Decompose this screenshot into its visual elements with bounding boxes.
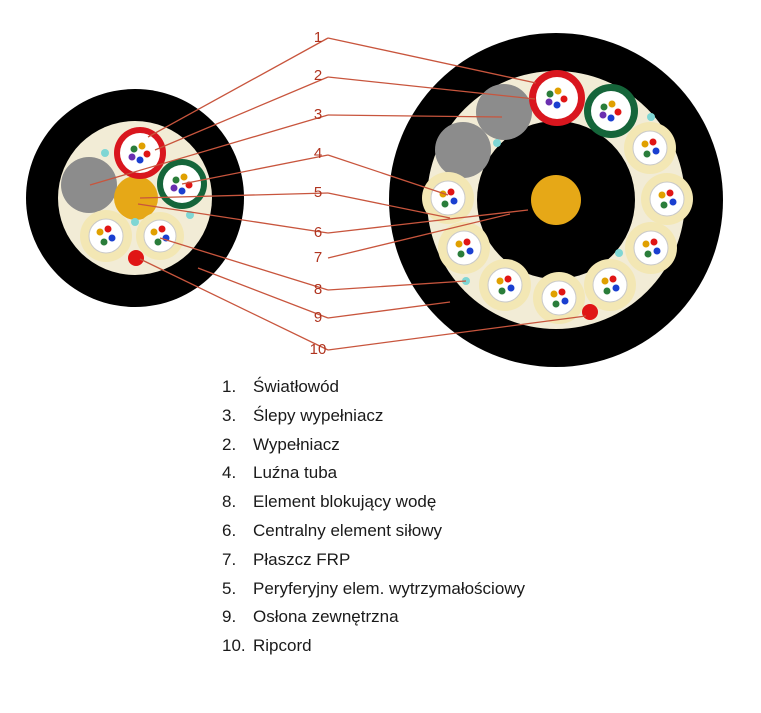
legend-item: 9. Osłona zewnętrzna [222,603,525,632]
legend-item: 1. Światłowód [222,373,525,402]
callout-2: 2 [314,67,322,84]
callout-7: 7 [314,249,322,266]
large-cable [389,33,723,367]
callout-1: 1 [314,29,322,46]
small-cable-water-block-3 [131,218,139,226]
cable-diagram: 1 2 3 4 5 6 7 8 9 10 [26,29,723,367]
legend-text: Element blokujący wodę [253,492,437,512]
legend-item: 8. Element blokujący wodę [222,488,525,517]
legend-text: Światłowód [253,377,339,396]
large-cable-loose-tube-5 [533,272,585,324]
small-cable-loose-tube-b [136,212,184,260]
legend-item: 5. Peryferyjny elem. wytrzymałościowy [222,575,525,604]
legend-number: 3. [222,405,237,425]
legend-number: 10. [222,636,246,656]
legend-item: 6. Centralny element siłowy [222,517,525,546]
legend-number: 8. [222,492,237,512]
large-cable-water-block-2 [647,113,655,121]
legend-number: 1. [222,377,237,396]
large-cable-gray-filler-1 [476,84,532,140]
small-cable-ripcord [128,250,144,266]
legend-text: Osłona zewnętrzna [253,607,399,627]
small-cable [26,89,244,307]
callout-6: 6 [314,224,322,241]
callout-9: 9 [314,309,322,326]
legend-text: Peryferyjny elem. wytrzymałościowy [253,578,526,598]
legend-text: Ślepy wypełniacz [253,405,384,425]
large-cable-loose-tube-2 [641,173,693,225]
legend-item: 2. Wypełniacz [222,431,525,460]
legend-text: Ripcord [253,636,312,656]
large-cable-loose-tube-4 [584,259,636,311]
legend-number: 9. [222,607,237,627]
legend-text: Centralny element siłowy [253,520,442,540]
legend-item: 4. Luźna tuba [222,459,525,488]
large-cable-loose-tube-8 [422,172,474,224]
legend-number: 2. [222,434,237,454]
large-cable-central-strength-member [531,175,581,225]
legend-item: 10. Ripcord [222,632,525,661]
large-cable-loose-tube-3 [625,222,677,274]
callout-8: 8 [314,281,322,298]
large-cable-loose-tube-6 [479,259,531,311]
legend-number: 4. [222,463,237,483]
large-cable-water-block-1 [493,139,501,147]
callout-5: 5 [314,184,322,201]
small-cable-gray-filler [61,157,117,213]
leader-lines [89,37,587,351]
callout-10: 10 [310,341,327,358]
large-cable-loose-tube-1 [624,122,676,174]
large-cable-green-tube [584,84,638,138]
large-cable-water-block-3 [615,249,623,257]
small-cable-red-tube [114,127,166,179]
large-cable-loose-tube-7 [438,222,490,274]
legend-text: Luźna tuba [253,463,338,483]
legend-number: 5. [222,578,237,598]
large-cable-ripcord [582,304,598,320]
legend-text: Płaszcz FRP [253,549,351,569]
large-cable-gray-filler-2 [435,122,491,178]
legend-text: Wypełniacz [253,434,340,454]
small-cable-water-block-1 [101,149,109,157]
callout-3: 3 [314,106,322,123]
small-cable-central-strength-member [114,176,158,220]
legend-item: 3. Ślepy wypełniacz [222,402,525,431]
large-cable-red-tube [529,70,585,126]
legend-list: 1. Światłowód 3. Ślepy wypełniacz 2. Wypełn… [222,373,525,661]
legend-item: 7. Płaszcz FRP [222,546,525,575]
callout-4: 4 [314,145,322,162]
callout-numbers: 1 2 3 4 5 6 7 8 9 10 [310,29,327,358]
small-cable-loose-tube-a [80,210,132,262]
legend-number: 6. [222,520,237,540]
legend-number: 7. [222,549,237,569]
small-cable-water-block-2 [186,211,194,219]
